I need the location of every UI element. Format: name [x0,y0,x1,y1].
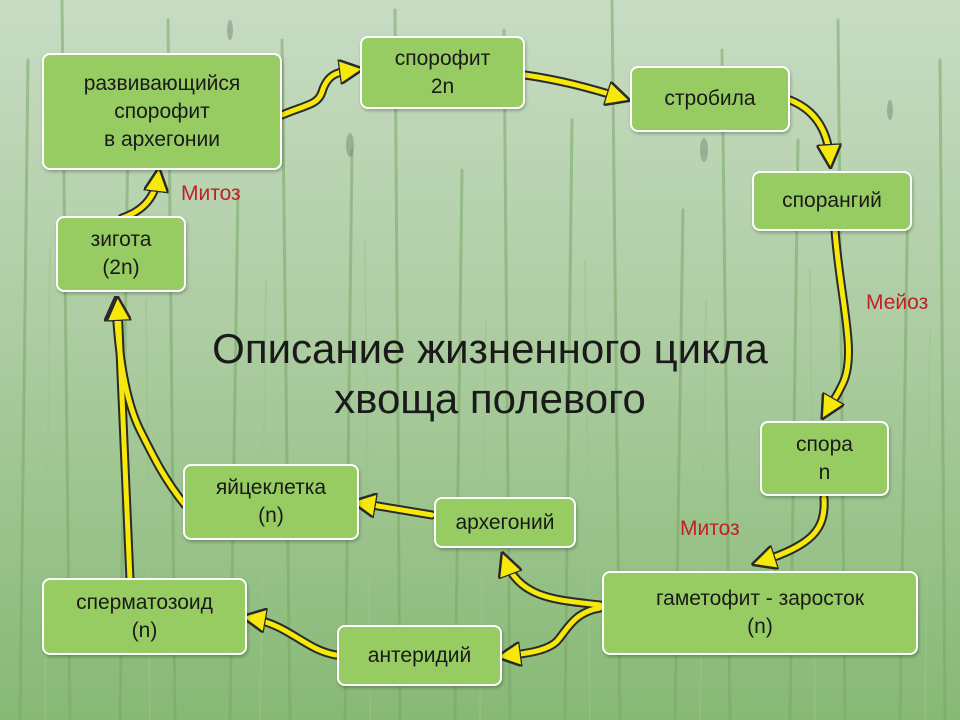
node-text: спора [796,432,853,456]
node-text: яйцеклетка [215,476,327,499]
node-text: спорофит [114,99,210,123]
node-sporangium: спорангий [752,171,912,231]
node-antheridium: антеридий [337,625,502,686]
node-text: (n) [747,615,773,638]
node-spermatozoid: сперматозоид (n) [42,578,247,655]
node-text: (2n) [102,256,140,279]
node-text: спорангий [782,189,882,212]
label-mitosis-top: Митоз [181,182,241,205]
arrow-gametophyte-to-archegonium [505,560,603,608]
node-zygote: зигота (2n) [56,216,186,292]
node-text: стробила [664,87,756,110]
node-spore: спора n [760,421,889,496]
arrow-sporophyte-to-strobile [522,72,622,98]
node-strobile: стробила [630,66,790,132]
node-text: (n) [131,618,158,642]
node-egg-cell: яйцеклетка (n) [183,464,359,540]
arrow-antheridium-to-sperm [250,618,339,658]
node-text: развивающийся [83,71,241,95]
arrow-sporangium-to-spore [826,227,851,412]
node-text: антеридий [367,643,472,667]
arrow-gametophyte-to-antheridium [505,605,603,656]
label-meiosis: Мейоз [866,291,929,314]
arrow-archegonium-to-egg [360,503,435,515]
node-text: архегоний [455,510,555,534]
arrow-developing-to-sporophyte [279,70,355,118]
node-gametophyte: гаметофит - заросток (n) [602,571,918,655]
label-mitosis-bottom: Митоз [680,517,740,540]
arrow-spore-to-gametophyte [760,495,827,562]
node-text: сперматозоид [76,590,213,614]
arrow-sperm-to-zygote [118,305,133,583]
node-text: зигота [90,228,152,251]
node-text: в архегонии [104,127,220,151]
node-text: (n) [258,504,284,527]
node-text: гаметофит - заросток [655,587,865,610]
diagram-title-line-2: хвоща полевого [334,375,646,422]
node-text: n [818,460,831,484]
node-text: спорофит [394,46,491,70]
arrow-strobile-to-sporangium [787,97,830,160]
node-text: 2n [430,74,455,98]
node-sporophyte: спорофит 2n [360,36,525,109]
node-archegonium: архегоний [434,497,576,548]
node-developing-sporophyte: развивающийся спорофит в архегонии [42,53,282,170]
diagram-title-line-1: Описание жизненного цикла [212,325,768,372]
